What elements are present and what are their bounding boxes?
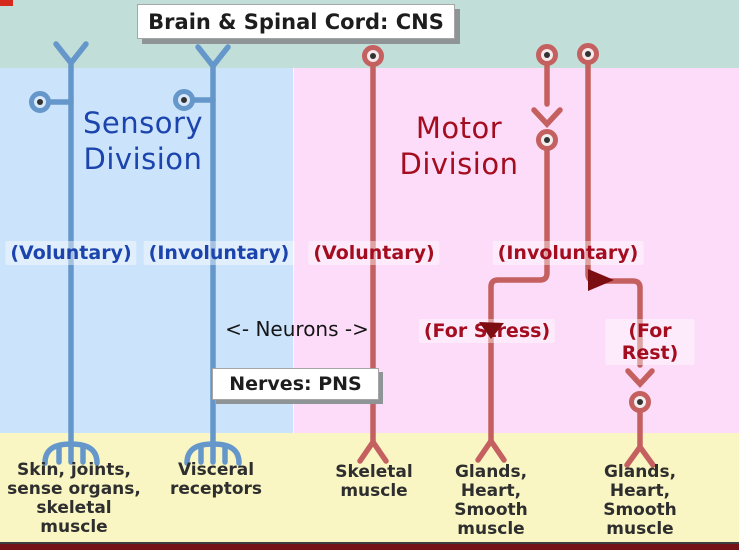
sensory-visceral-target-label: Visceral receptors	[170, 460, 262, 499]
corner-red-mark	[0, 0, 13, 6]
motor-involuntary-label: (Involuntary)	[492, 241, 644, 265]
motor-skeletal-target-label: Skeletal muscle	[335, 462, 413, 501]
parasympathetic-target-label: Glands, Heart, Smooth muscle	[603, 462, 677, 539]
pns-title-text: Nerves: PNS	[229, 373, 362, 395]
bottom-divider-line	[0, 542, 739, 544]
cns-title-text: Brain & Spinal Cord: CNS	[148, 9, 444, 34]
bottom-maroon-strip	[0, 544, 739, 550]
pns-title-box: Nerves: PNS	[212, 368, 379, 400]
sensory-somatic-target-label: Skin, joints, sense organs, skeletal mus…	[7, 460, 141, 537]
sensory-voluntary-label: (Voluntary)	[5, 241, 137, 265]
sensory-division-title: Sensory Division	[82, 106, 204, 176]
for-stress-label: (For Stress)	[418, 319, 556, 343]
sensory-involuntary-label: (Involuntary)	[143, 241, 295, 265]
sympathetic-target-label: Glands, Heart, Smooth muscle	[454, 462, 528, 539]
cns-title-box: Brain & Spinal Cord: CNS	[137, 4, 455, 39]
motor-division-title: Motor Division	[399, 111, 519, 181]
motor-voluntary-label: (Voluntary)	[308, 241, 440, 265]
for-rest-label: (For Rest)	[605, 319, 695, 365]
neurons-span-label: <- Neurons ->	[225, 317, 369, 341]
